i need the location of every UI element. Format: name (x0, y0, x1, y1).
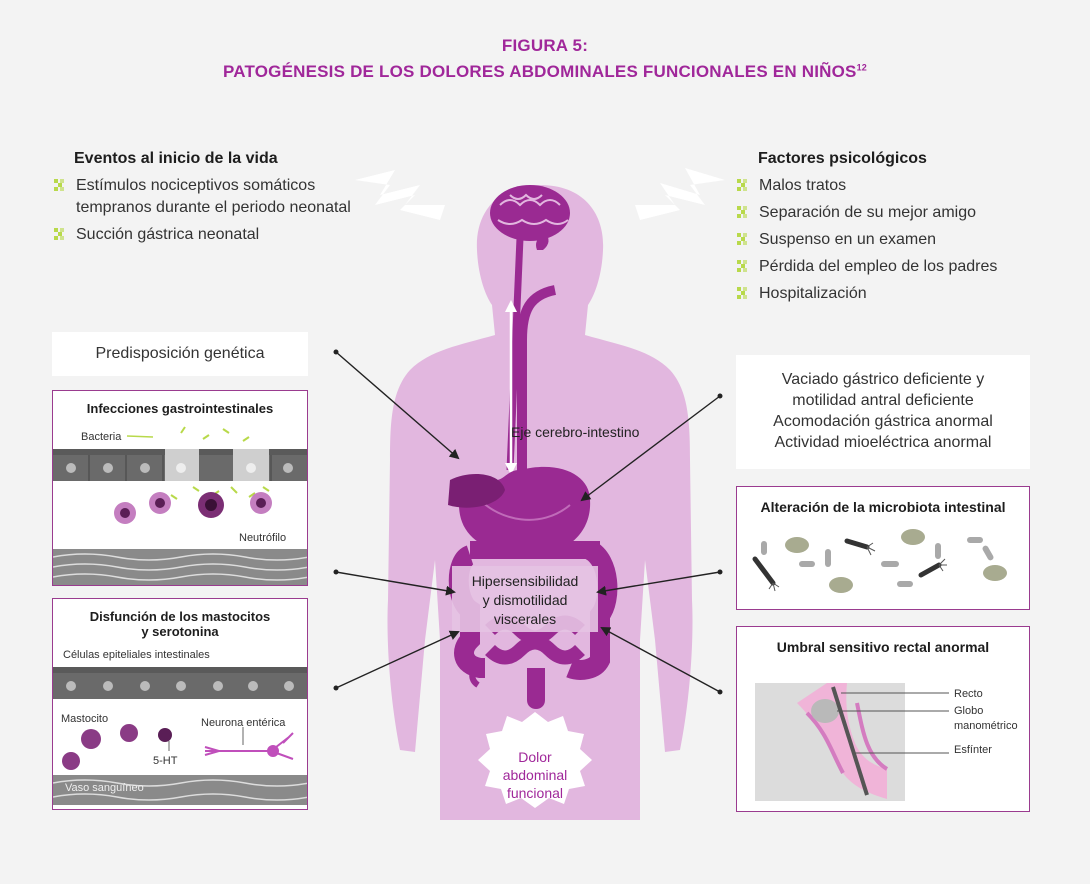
blood-vessel (53, 775, 307, 805)
mastocyte-icon (62, 724, 172, 770)
arrow-mast (335, 630, 460, 689)
catheter (831, 686, 869, 796)
arrow-rectal (600, 627, 721, 693)
pain-burst (478, 712, 592, 808)
mast-illustration (53, 667, 307, 805)
lightning-left-icon (355, 170, 445, 220)
hyper-line-1: Hipersensibilidad (471, 573, 579, 589)
lightning-right-icon (635, 168, 725, 220)
chevron-bullet-icon (737, 179, 751, 193)
pain-label: Dolor abdominal funcional (485, 748, 585, 802)
neutrophil-icon (114, 492, 272, 524)
microbiota-panel: Alteración de la microbiota intestinal (736, 486, 1030, 610)
gastric-line-2: motilidad antral deficiente (792, 392, 974, 409)
balloon-icon (811, 699, 839, 723)
early-life-heading: Eventos al inicio de la vida (74, 150, 278, 167)
genetic-box: Predisposición genética (52, 332, 308, 376)
psych-item: Separación de su mejor amigo (737, 202, 1057, 224)
early-life-item: Succión gástrica neonatal (54, 224, 414, 246)
body-illustration (355, 168, 725, 820)
microbiota-illustration (752, 529, 1007, 593)
bacteria-icon (170, 426, 270, 500)
arrow-genetic (335, 351, 460, 460)
neuron-icon (204, 732, 294, 760)
psych-heading: Factores psicológicos (758, 150, 927, 167)
mast-heading-2: y serotonina (141, 624, 219, 639)
mast-panel: Disfunción de los mastocitos y serotonin… (52, 598, 308, 810)
early-life-list: Estímulos nociceptivos somáticos tempran… (54, 175, 414, 246)
hyper-line-3: viscerales (493, 611, 557, 627)
double-arrow-icon (505, 300, 517, 475)
gastric-line-3: Acomodación gástrica anormal (773, 413, 993, 430)
gastric-box: Vaciado gástrico deficiente y motilidad … (736, 355, 1030, 469)
hyper-label-bg (452, 566, 598, 632)
neutrophil-label: Neutrófilo (239, 532, 287, 544)
pain-line-1: Dolor (518, 749, 552, 765)
infections-heading: Infecciones gastrointestinales (86, 401, 274, 416)
genetic-label: Predisposición genética (95, 345, 265, 362)
figure-title: PATOGÉNESIS DE LOS DOLORES ABDOMINALES F… (222, 62, 868, 81)
chevron-bullet-icon (54, 228, 68, 242)
epithelial-label: Células epiteliales intestinales (63, 649, 210, 661)
hyper-line-2: y dismotilidad (482, 592, 568, 608)
arrow-microbiota (596, 571, 721, 596)
brain-icon (490, 185, 570, 250)
balloon-label-2: manométrico (954, 720, 1018, 732)
psych-item: Pérdida del empleo de los padres (737, 256, 1057, 278)
rectum-label: Recto (954, 688, 983, 700)
rectal-illustration (755, 683, 949, 801)
arrow-infections (335, 571, 456, 596)
axis-label: Eje cerebro-intestino (511, 424, 640, 440)
pain-line-3: funcional (506, 785, 564, 801)
serotonin-label: 5-HT (153, 755, 178, 767)
arrow-gastric (580, 395, 721, 502)
chevron-bullet-icon (737, 233, 751, 247)
gastric-line-1: Vaciado gástrico deficiente y (781, 371, 985, 388)
psych-item: Hospitalización (737, 283, 1057, 305)
psych-list: Malos tratos Separación de su mejor amig… (737, 175, 1057, 305)
chevron-bullet-icon (737, 260, 751, 274)
rectal-heading: Umbral sensitivo rectal anormal (776, 639, 990, 655)
gastric-line-4: Actividad mioeléctrica anormal (774, 434, 992, 451)
mast-heading-1: Disfunción de los mastocitos (89, 609, 271, 624)
infections-panel: Infecciones gastrointestinales Bacteria … (52, 390, 308, 586)
epithelial-cells (53, 449, 307, 481)
psych-item: Malos tratos (737, 175, 1057, 197)
microbiota-heading: Alteración de la microbiota intestinal (760, 499, 1006, 515)
neuron-label: Neurona entérica (201, 717, 286, 729)
sphincter-label: Esfínter (954, 744, 992, 756)
reference-superscript: 12 (856, 62, 868, 73)
rectal-panel: Umbral sensitivo rectal anormal Recto Gl… (736, 626, 1030, 812)
chevron-bullet-icon (737, 206, 751, 220)
balloon-label-1: Globo (954, 705, 984, 717)
hyper-label: Hipersensibilidad y dismotilidad viscera… (452, 572, 598, 629)
epithelial-cells (53, 667, 307, 699)
vessel-label: Vaso sanguíneo (65, 782, 144, 794)
early-life-item: Estímulos nociceptivos somáticos tempran… (54, 175, 414, 219)
bacteria-label: Bacteria (81, 431, 122, 443)
mastocyte-label: Mastocito (61, 713, 109, 725)
chevron-bullet-icon (54, 179, 68, 193)
pain-line-2: abdominal (502, 767, 568, 783)
figure-number: FIGURA 5: (501, 36, 589, 55)
chevron-bullet-icon (737, 287, 751, 301)
psych-item: Suspenso en un examen (737, 229, 1057, 251)
infections-illustration (53, 426, 307, 585)
muscle-layer (53, 549, 307, 585)
esophagus (517, 285, 557, 480)
